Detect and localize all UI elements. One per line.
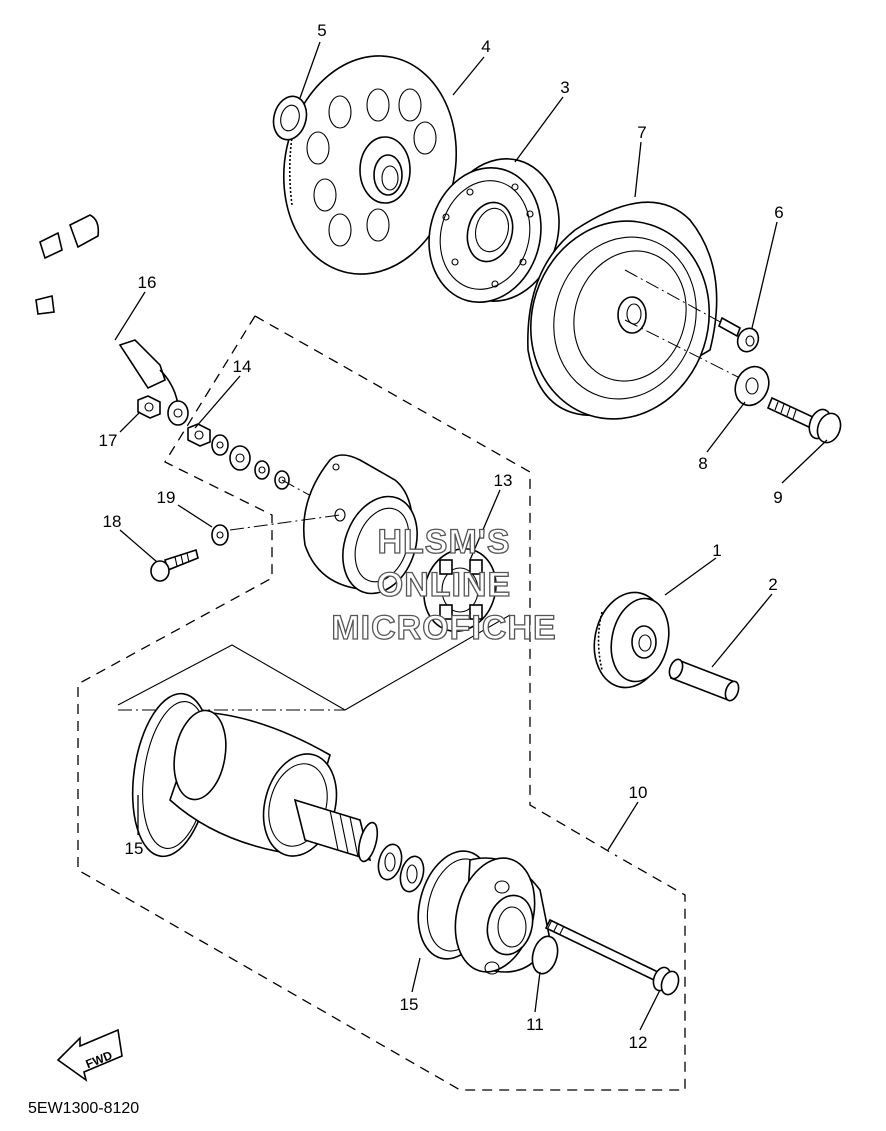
callout-15-front: 15 — [125, 839, 144, 858]
starter-yoke — [169, 709, 379, 863]
callout-numbers: 1 2 3 4 5 6 7 8 9 10 11 12 13 14 15 15 1… — [99, 21, 784, 1052]
callout-12: 12 — [629, 1033, 648, 1052]
part-3-one-way-clutch — [428, 158, 560, 304]
part-17-nut — [137, 395, 161, 419]
starter-front-cover — [302, 454, 418, 595]
part-4-driven-gear — [282, 55, 458, 275]
callout-9: 9 — [773, 488, 782, 507]
part-16-starter-cable — [22, 214, 189, 426]
center-line-rotor-washer — [624, 319, 741, 379]
callout-19: 19 — [157, 488, 176, 507]
part-6-socket-bolt — [718, 316, 760, 353]
part-7-rotor — [527, 201, 718, 420]
drawing-code: 5EW1300-8120 — [28, 1100, 139, 1117]
part-14-nut-and-washers — [187, 423, 341, 513]
part-2-shaft — [668, 658, 740, 702]
callout-3: 3 — [560, 78, 569, 97]
part-19-washer — [211, 524, 229, 546]
callout-13: 13 — [494, 471, 513, 490]
part-12-through-bolt — [544, 918, 680, 996]
watermark-line-1: HLSM'S — [377, 523, 510, 561]
callout-18: 18 — [103, 512, 122, 531]
watermark-line-2: ONLINE — [377, 566, 511, 604]
callout-7: 7 — [637, 123, 646, 142]
callout-8: 8 — [698, 454, 707, 473]
callout-2: 2 — [768, 575, 777, 594]
watermark: HLSM'S ONLINE MICROFICHE — [331, 522, 557, 647]
callout-17: 17 — [99, 431, 118, 450]
fwd-arrow-icon: FWD — [56, 1028, 123, 1082]
center-line-cover-bolt — [229, 514, 341, 531]
leader-lines — [114, 41, 828, 1031]
callout-16: 16 — [138, 273, 157, 292]
callout-5: 5 — [317, 21, 326, 40]
callout-15-rear: 15 — [400, 995, 419, 1014]
center-line-rotor-bolt — [624, 269, 736, 331]
callout-10: 10 — [629, 783, 648, 802]
part-18-bolt — [150, 548, 199, 582]
callout-11: 11 — [526, 1015, 544, 1034]
armature-washers — [377, 843, 425, 893]
callout-4: 4 — [481, 37, 490, 56]
assembly-boundary-inner — [77, 315, 686, 1091]
assembly-guide-line — [117, 614, 511, 711]
callout-14: 14 — [233, 357, 252, 376]
part-1-idler-gear — [593, 591, 670, 689]
callout-6: 6 — [774, 203, 783, 222]
part-8-washer — [734, 365, 770, 407]
watermark-line-3: MICROFICHE — [331, 609, 556, 647]
assembly-boundary-upper — [254, 315, 616, 856]
starter-rear-cover — [454, 857, 551, 975]
part-9-flange-bolt — [766, 396, 842, 444]
part-5-washer — [272, 95, 308, 141]
callout-1: 1 — [712, 541, 721, 560]
